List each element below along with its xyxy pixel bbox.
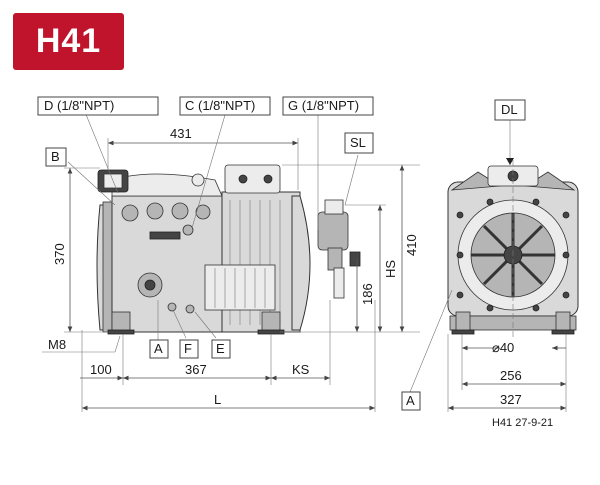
dim-m8: M8 xyxy=(48,337,66,352)
dim-256: 256 xyxy=(500,368,522,383)
dim-ks: KS xyxy=(292,362,310,377)
dim-370: 370 xyxy=(52,243,67,265)
dim-367: 367 xyxy=(185,362,207,377)
callout-d: D (1/8"NPT) xyxy=(37,96,159,116)
callout-dl: DL xyxy=(494,99,526,121)
dimension-lines xyxy=(42,120,567,412)
dim-l: L xyxy=(214,392,221,407)
callout-f-text: F xyxy=(184,341,192,356)
model-badge: H41 xyxy=(13,13,124,70)
callout-sl: SL xyxy=(344,132,374,154)
callout-g: G (1/8"NPT) xyxy=(282,96,374,116)
callout-a-left-text: A xyxy=(154,341,163,356)
dim-186: 186 xyxy=(360,283,375,305)
callout-b: B xyxy=(45,147,67,167)
callout-e: E xyxy=(211,339,231,359)
model-badge-label: H41 xyxy=(35,22,102,60)
callout-d-text: D (1/8"NPT) xyxy=(44,98,114,113)
callout-leaders xyxy=(67,111,453,393)
callout-f: F xyxy=(179,339,199,359)
callout-a-left: A xyxy=(149,339,169,359)
dim-diameter-40: ⌀40 xyxy=(492,340,514,355)
dim-431: 431 xyxy=(170,126,192,141)
drawing-reference: H41 27-9-21 xyxy=(492,417,553,429)
callout-c: C (1/8"NPT) xyxy=(179,96,271,116)
callout-sl-text: SL xyxy=(350,135,366,150)
callout-b-text: B xyxy=(51,149,60,164)
callout-a-right-text: A xyxy=(406,393,415,408)
dim-327: 327 xyxy=(500,392,522,407)
callout-a-right: A xyxy=(401,391,421,411)
dim-hs: HS xyxy=(383,260,398,278)
callout-c-text: C (1/8"NPT) xyxy=(185,98,255,113)
dim-100: 100 xyxy=(90,362,112,377)
dim-410: 410 xyxy=(404,234,419,256)
side-view-compressor xyxy=(96,164,361,335)
callout-g-text: G (1/8"NPT) xyxy=(288,98,359,113)
callout-e-text: E xyxy=(216,341,225,356)
callout-dl-text: DL xyxy=(501,102,518,117)
